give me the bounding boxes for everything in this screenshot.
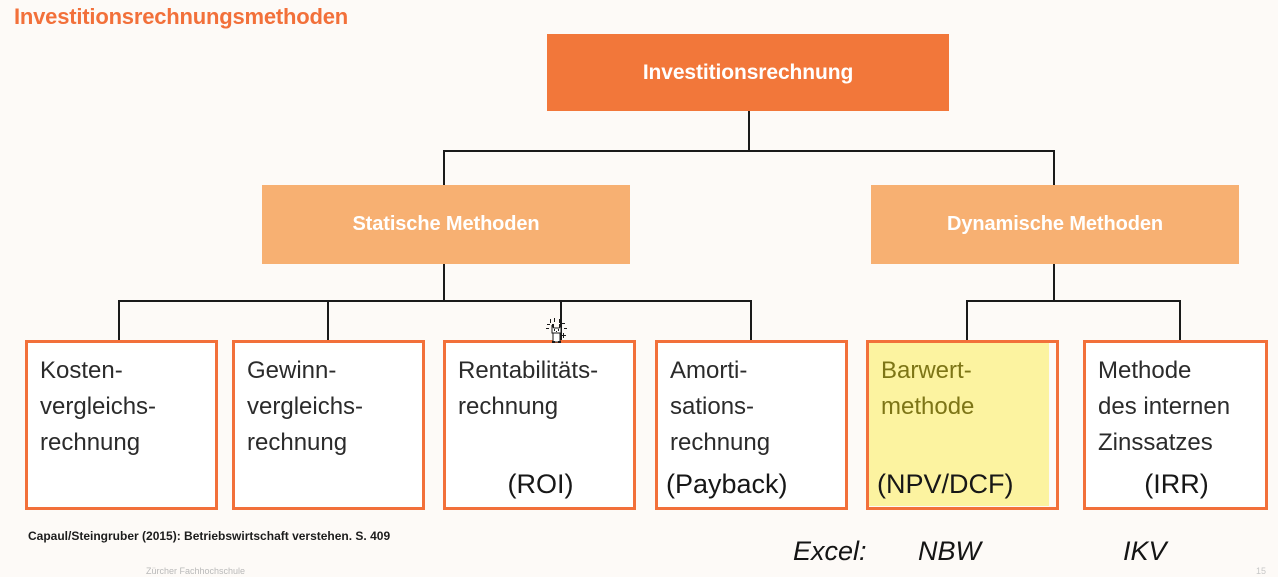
leaf-text-block: Barwert- methode bbox=[881, 353, 1050, 425]
leaf-line: vergleichs- bbox=[40, 393, 157, 420]
connector-to-statische bbox=[443, 150, 445, 185]
leaf-methode-interner-zinssatz: Methode des internen Zinssatzes (IRR) bbox=[1083, 340, 1268, 510]
excel-label: Excel: bbox=[793, 536, 867, 566]
node-root-label: Investitionsrechnung bbox=[642, 60, 854, 84]
connector-statische-branch-1 bbox=[118, 300, 120, 341]
school-watermark: Zürcher Fachhochschule bbox=[146, 566, 246, 576]
connector-root-stem bbox=[748, 110, 750, 152]
leaf-abbreviation: (IRR) bbox=[1144, 469, 1209, 499]
leaf-text-block: Gewinn- vergleichs- rechnung bbox=[247, 353, 416, 461]
leaf-gewinnvergleichsrechnung: Gewinn- vergleichs- rechnung bbox=[232, 340, 425, 510]
leaf-line: rechnung bbox=[458, 393, 559, 420]
leaf-barwertmethode: Barwert- methode (NPV/DCF) bbox=[866, 340, 1059, 510]
leaf-line: des internen bbox=[1098, 393, 1231, 420]
connector-to-dynamische bbox=[1053, 150, 1055, 185]
leaf-rentabilitaetsrechnung: Rentabilitäts- rechnung (ROI) bbox=[443, 340, 636, 510]
leaf-line: Amorti- bbox=[670, 357, 748, 384]
node-dynamische-label: Dynamische Methoden bbox=[947, 213, 1163, 235]
connector-dynamische-bus bbox=[966, 300, 1181, 302]
excel-function-nbw: NBW bbox=[918, 536, 981, 566]
connector-root-bus bbox=[443, 150, 1055, 152]
node-statische-methoden: Statische Methoden bbox=[262, 185, 630, 264]
leaf-line: Rentabilitäts- bbox=[458, 357, 599, 384]
connector-statische-branch-2 bbox=[327, 300, 329, 341]
leaf-amortisationsrechnung: Amorti- sations- rechnung (Payback) bbox=[655, 340, 848, 510]
leaf-kostenvergleichsrechnung: Kosten- vergleichs- rechnung bbox=[25, 340, 218, 510]
page-number: 15 bbox=[1255, 566, 1266, 576]
connector-dynamische-branch-1 bbox=[966, 300, 968, 341]
leaf-text-block: Amorti- sations- rechnung bbox=[670, 353, 839, 461]
leaf-abbreviation: (ROI) bbox=[507, 469, 574, 499]
leaf-line: rechnung bbox=[670, 429, 771, 456]
connector-statische-stem bbox=[443, 263, 445, 301]
connector-dynamische-stem bbox=[1053, 263, 1055, 301]
connector-statische-branch-3 bbox=[560, 300, 562, 341]
leaf-line: methode bbox=[881, 393, 975, 420]
page-title: Investitionsrechnungsmethoden bbox=[14, 4, 349, 29]
leaf-line: Methode bbox=[1098, 357, 1192, 384]
leaf-line: rechnung bbox=[247, 429, 348, 456]
leaf-line: rechnung bbox=[40, 429, 141, 456]
connector-dynamische-branch-2 bbox=[1179, 300, 1181, 341]
leaf-line: Kosten- bbox=[40, 357, 123, 384]
leaf-line: Zinssatzes bbox=[1098, 429, 1213, 456]
node-statische-label: Statische Methoden bbox=[352, 213, 540, 235]
leaf-line: Gewinn- bbox=[247, 357, 337, 384]
leaf-line: sations- bbox=[670, 393, 755, 420]
connector-statische-bus bbox=[118, 300, 751, 302]
leaf-text-block: Rentabilitäts- rechnung bbox=[458, 353, 627, 425]
leaf-line: Barwert- bbox=[881, 357, 972, 384]
node-dynamische-methoden: Dynamische Methoden bbox=[871, 185, 1239, 264]
connector-statische-branch-4 bbox=[750, 300, 752, 341]
excel-function-ikv: IKV bbox=[1123, 536, 1167, 566]
leaf-line: vergleichs- bbox=[247, 393, 364, 420]
leaf-abbreviation: (Payback) bbox=[666, 469, 788, 499]
node-investitionsrechnung: Investitionsrechnung bbox=[547, 34, 949, 111]
leaf-abbreviation: (NPV/DCF) bbox=[877, 469, 1014, 499]
source-citation: Capaul/Steingruber (2015): Betriebswirts… bbox=[28, 529, 391, 543]
cat-cursor-pet-icon bbox=[546, 318, 580, 348]
leaf-text-block: Kosten- vergleichs- rechnung bbox=[40, 353, 209, 461]
leaf-text-block: Methode des internen Zinssatzes bbox=[1098, 353, 1259, 461]
